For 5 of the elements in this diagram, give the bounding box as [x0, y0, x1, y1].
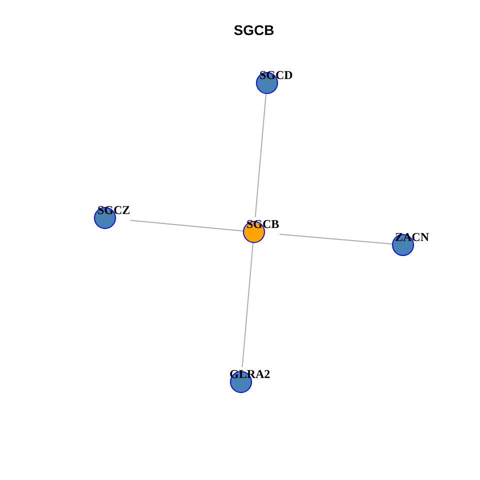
chart-title: SGCB [234, 22, 274, 38]
edge-line [254, 94, 266, 218]
edge-line [242, 242, 254, 368]
edge-line [279, 234, 392, 244]
edge-line [130, 220, 244, 232]
